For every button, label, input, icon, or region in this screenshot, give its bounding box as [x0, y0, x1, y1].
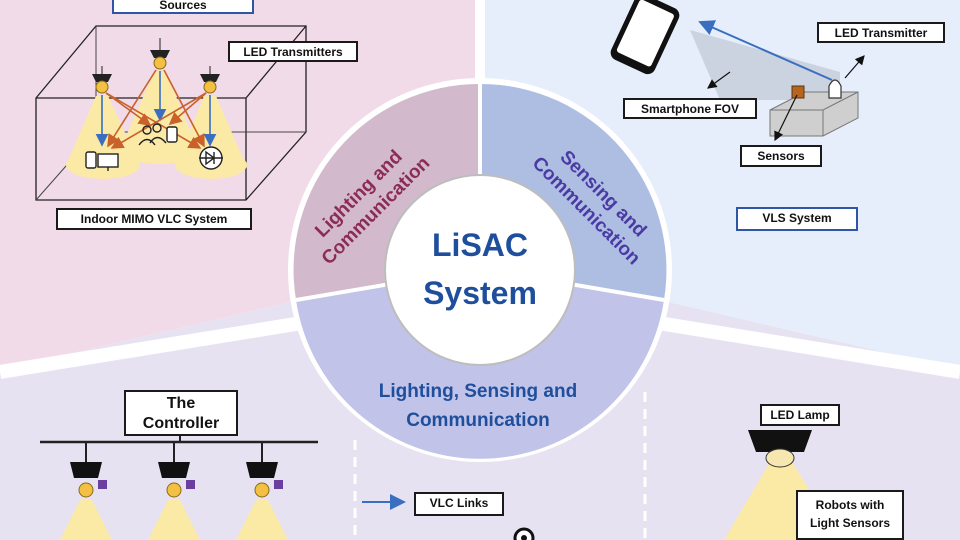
indoor-mimo-vlc-label: Indoor MIMO VLC System	[56, 208, 252, 230]
smartphone-fov-beam	[690, 30, 840, 100]
sources-label: Sources	[112, 0, 254, 14]
led-lamp-icon	[748, 430, 812, 452]
center-hub	[384, 174, 576, 366]
center-title-line2: System	[423, 275, 537, 311]
divider-right	[638, 313, 960, 379]
center-title-line1: LiSAC	[432, 227, 528, 263]
led-transmitters-label: LED Transmitters	[228, 41, 358, 62]
controller-label-line2: Controller	[142, 415, 220, 432]
users-icon	[138, 123, 178, 146]
controller-label: The Controller	[124, 390, 238, 436]
photodiode-icon	[199, 146, 223, 170]
quad-top-left-bg	[0, 0, 480, 370]
vls-link-arrow	[698, 20, 833, 81]
light-cone-bottom-2	[148, 500, 200, 540]
controller-illustration	[40, 434, 535, 540]
light-cone-bottom-3	[236, 500, 288, 540]
ceiling-lamp-icon	[200, 66, 220, 94]
ceiling-lamp-icon	[150, 38, 170, 70]
vls-illustration	[610, 0, 865, 142]
pendant-lamp-icon	[70, 442, 107, 498]
ceiling-lamp-icon	[92, 66, 112, 94]
robots-label-line1: Robots with	[815, 498, 885, 512]
vlc-links-label: VLC Links	[414, 492, 504, 516]
segment-bottom-line2: Communication	[406, 410, 550, 431]
sensor-cube-icon	[791, 85, 805, 99]
pendant-lamp-icon	[158, 442, 195, 498]
sensors-label: Sensors	[740, 145, 822, 167]
controller-label-line1: The	[166, 395, 196, 412]
devices-icon	[85, 151, 119, 171]
target-icon	[513, 527, 535, 540]
light-cone-bottom-1	[60, 500, 112, 540]
led-lamp-label: LED Lamp	[760, 404, 840, 426]
robots-label-line2: Light Sensors	[809, 516, 890, 530]
vls-system-label: VLS System	[736, 207, 858, 231]
led-dome-icon	[828, 79, 842, 99]
indoor-mimo-vlc-illustration	[35, 25, 307, 201]
segment-bottom-line1: Lighting, Sensing and	[379, 381, 577, 402]
smartphone-fov-label: Smartphone FOV	[623, 98, 757, 119]
smartphone-icon	[610, 0, 680, 75]
robots-label: Robots with Light Sensors	[796, 490, 904, 540]
led-transmitter-label: LED Transmitter	[817, 22, 945, 43]
center-ring: LiSAC System Lighting and Communication …	[288, 78, 672, 462]
divider-left	[0, 313, 322, 379]
pendant-lamp-icon	[246, 442, 283, 498]
